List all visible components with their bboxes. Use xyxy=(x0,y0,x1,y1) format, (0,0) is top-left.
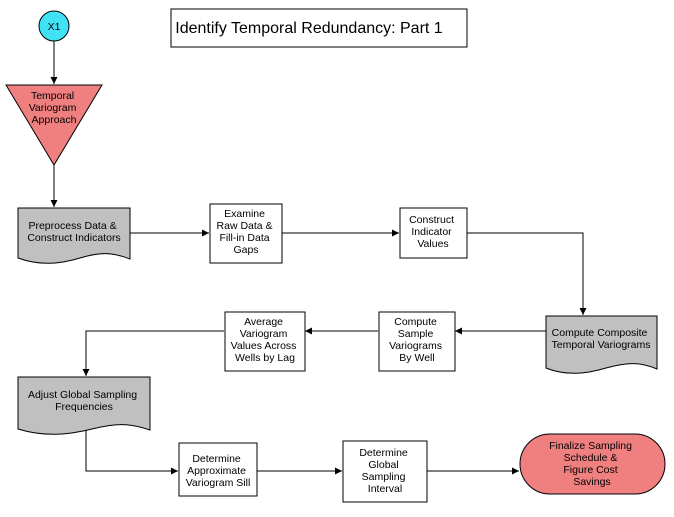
connector-lines xyxy=(50,41,587,475)
compute-sample-variograms-label: Compute Sample Variograms By Well xyxy=(389,316,445,364)
construct-indicator-values-node: Construct Indicator Values xyxy=(399,207,468,259)
preprocess-data-node: Preprocess Data & Construct Indicators xyxy=(17,207,131,264)
finalize-sampling-schedule-label: Finalize Sampling Schedule & Figure Cost… xyxy=(549,440,635,488)
construct-indicator-values-label: Construct Indicator Values xyxy=(409,214,457,250)
examine-raw-data-node: Examine Raw Data & Fill-in Data Gaps xyxy=(209,203,283,264)
adjust-global-sampling-node: Adjust Global Sampling Frequencies xyxy=(17,376,151,435)
preprocess-data-label: Preprocess Data & Construct Indicators xyxy=(27,220,120,244)
compute-composite-node: Compute Composite Temporal Variograms xyxy=(545,315,658,374)
finalize-sampling-schedule-node: Finalize Sampling Schedule & Figure Cost… xyxy=(519,433,666,495)
temporal-variogram-approach-label: Temporal Variogram Approach xyxy=(29,90,80,126)
determine-approximate-sill-label: Determine Approximate Variogram Sill xyxy=(186,453,251,489)
arrow-construct-to-composite xyxy=(467,232,587,315)
compute-sample-variograms-node: Compute Sample Variograms By Well xyxy=(378,311,456,372)
x1-connector: X1 xyxy=(38,10,70,42)
x1-connector-label: X1 xyxy=(48,21,61,33)
determine-approximate-sill-node: Determine Approximate Variogram Sill xyxy=(178,442,258,497)
diagram-title-text: Identify Temporal Redundancy: Part 1 xyxy=(175,20,443,37)
adjust-global-sampling-label: Adjust Global Sampling Frequencies xyxy=(28,389,140,413)
average-variogram-values-node: Average Variogram Values Across Wells by… xyxy=(224,311,306,372)
temporal-variogram-approach-node: Temporal Variogram Approach xyxy=(5,84,103,166)
determine-sampling-interval-label: Determine Global Sampling Interval xyxy=(359,447,410,495)
average-variogram-values-label: Average Variogram Values Across Wells by… xyxy=(231,316,300,364)
determine-sampling-interval-node: Determine Global Sampling Interval xyxy=(342,440,428,503)
diagram-title: Identify Temporal Redundancy: Part 1 xyxy=(170,8,468,48)
arrow-average-to-adjust xyxy=(82,330,224,376)
arrow-adjust-to-sill xyxy=(85,430,178,475)
compute-composite-label: Compute Composite Temporal Variograms xyxy=(551,327,650,351)
examine-raw-data-label: Examine Raw Data & Fill-in Data Gaps xyxy=(217,208,276,256)
